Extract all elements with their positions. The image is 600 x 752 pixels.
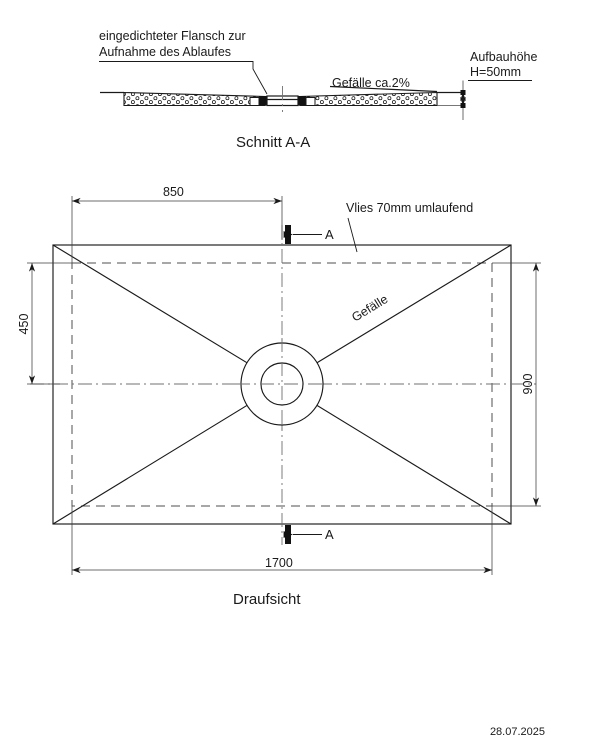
section-view-group: eingedichteter Flansch zur Aufnahme des … <box>99 29 537 151</box>
height-label-line-2: H=50mm <box>470 65 521 79</box>
section-mark-bottom: A <box>283 525 334 544</box>
slope-line-top-right <box>281 244 512 385</box>
fleece-note-leader <box>347 217 358 253</box>
slope-line-bottom-right <box>281 383 512 525</box>
flange-note-leader <box>99 61 268 95</box>
slope-line-top-left <box>52 244 283 385</box>
section-mark-top-bar <box>285 225 291 244</box>
flange-note-line-1: eingedichteter Flansch zur <box>99 29 246 43</box>
flange-seat-right <box>305 97 316 106</box>
section-mark-top: A <box>283 225 334 244</box>
dim-value-1700: 1700 <box>265 556 293 570</box>
height-dim-tick-top <box>460 90 466 95</box>
height-dim-tick-bottom <box>460 103 466 108</box>
slope-line-bottom-left <box>52 383 283 525</box>
flange-clamp-left <box>259 96 267 106</box>
flange-clamp-right <box>298 96 306 106</box>
section-mark-bottom-label: A <box>325 527 334 542</box>
dim-value-450: 450 <box>17 314 31 335</box>
section-mark-top-label: A <box>325 227 334 242</box>
plan-view-title: Draufsicht <box>233 591 301 608</box>
slope-label-section: Gefälle ca.2% <box>332 76 410 90</box>
height-label-line-1: Aufbauhöhe <box>470 50 537 64</box>
flange-note-line-2: Aufnahme des Ablaufes <box>99 45 231 59</box>
drawing-date: 28.07.2025 <box>490 726 545 738</box>
slope-leader-line <box>329 85 438 93</box>
dim-value-900: 900 <box>521 374 535 395</box>
section-view-title: Schnitt A-A <box>236 134 310 151</box>
flange-seat-left <box>249 97 260 106</box>
dim-value-850: 850 <box>163 185 184 199</box>
section-mark-bottom-bar <box>285 525 291 544</box>
fleece-note: Vlies 70mm umlaufend <box>346 201 473 215</box>
